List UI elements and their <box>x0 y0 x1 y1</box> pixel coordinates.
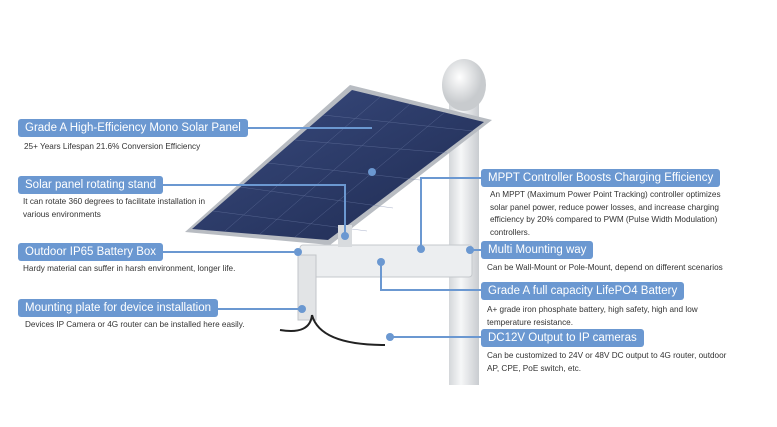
battery-box <box>299 244 473 278</box>
feature-desc-battery: A+ grade iron phosphate battery, high sa… <box>487 305 698 327</box>
feature-desc-solar-panel: 25+ Years Lifespan 21.6% Conversion Effi… <box>24 142 201 151</box>
dc-cable <box>279 314 386 346</box>
solar-cells <box>192 90 484 240</box>
feature-desc-dc-output: Can be customized to 24V or 48V DC outpu… <box>487 351 727 373</box>
feature-title-mppt: MPPT Controller Boosts Charging Efficien… <box>481 169 721 187</box>
feature-title-mounting-plate: Mounting plate for device installation <box>18 299 219 317</box>
feature-title-dc-output: DC12V Output to IP cameras <box>481 329 644 347</box>
feature-desc-multi-mounting: Can be Wall-Mount or Pole-Mount, depend … <box>487 263 723 272</box>
feature-title-battery-box: Outdoor IP65 Battery Box <box>18 243 164 261</box>
feature-title-rotating-stand: Solar panel rotating stand <box>18 176 164 194</box>
pole-cap <box>442 59 486 111</box>
feature-desc-battery-box: Hardy material can suffer in harsh envir… <box>23 264 236 273</box>
mounting-plate <box>297 254 317 321</box>
feature-desc-mounting-plate: Devices IP Camera or 4G router can be in… <box>25 320 245 329</box>
feature-title-solar-panel: Grade A High-Efficiency Mono Solar Panel <box>18 119 248 137</box>
feature-desc-mppt: An MPPT (Maximum Power Point Tracking) c… <box>490 190 721 237</box>
feature-title-multi-mounting: Multi Mounting way <box>481 241 594 259</box>
feature-title-battery: Grade A full capacity LifePO4 Battery <box>481 282 685 300</box>
feature-desc-rotating-stand: It can rotate 360 degrees to facilitate … <box>23 197 206 219</box>
